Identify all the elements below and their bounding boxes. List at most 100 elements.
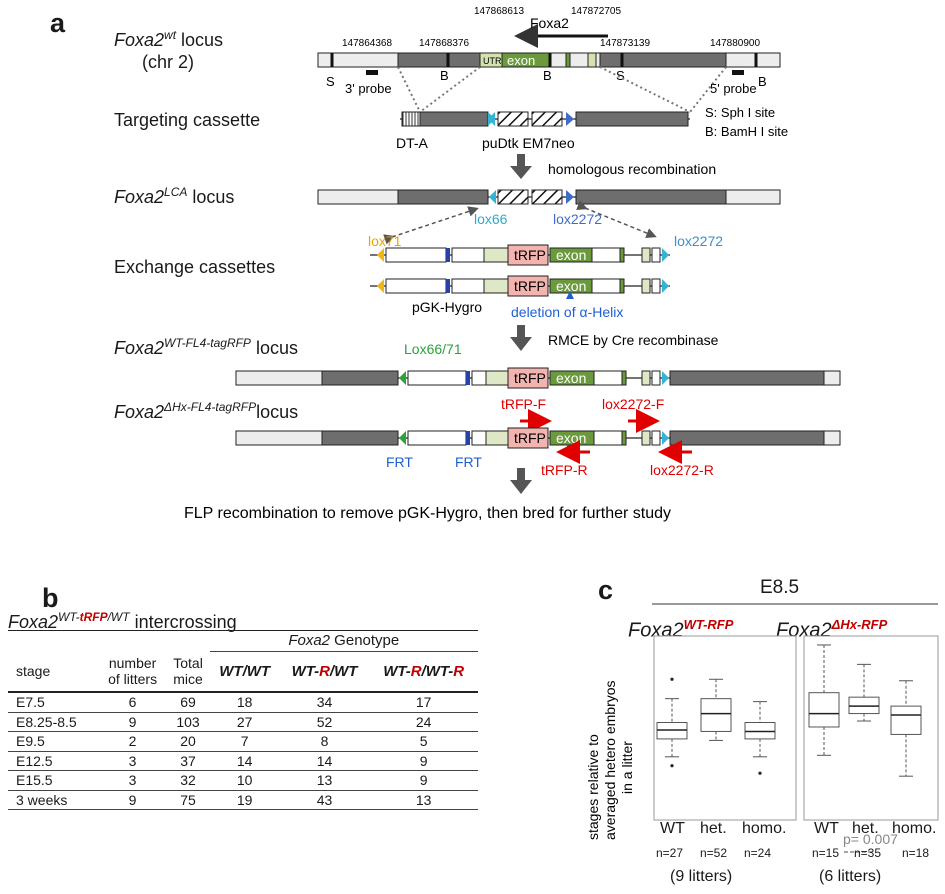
header-homo: WT-R/WT-R	[383, 662, 465, 680]
coord-2: 147868376	[419, 38, 469, 49]
coord-4: 147872705	[571, 6, 621, 17]
litters-1: (9 litters)	[670, 868, 733, 885]
lox2272-f-label: lox2272-F	[602, 396, 664, 412]
panel-b-letter: b	[42, 583, 59, 613]
box-iqr	[700, 698, 732, 732]
site-s-2: S	[616, 68, 625, 83]
exon-label-wt: exon	[507, 53, 535, 68]
utr-label: UTR	[483, 56, 502, 66]
wt-fl4-label: Foxa2WT-FL4-tagRFP locus	[114, 336, 298, 358]
gene-name: Foxa2	[530, 15, 569, 31]
exchange-label: Exchange cassettes	[114, 257, 276, 277]
n-het-2: n=35	[854, 846, 882, 860]
cat-het-1: het.	[700, 820, 727, 837]
header-het: WT-R/WT	[291, 662, 358, 680]
header-stage: stage	[16, 663, 51, 679]
litters-2: (6 litters)	[819, 868, 882, 885]
cat-het-2: het.	[852, 820, 879, 837]
pgk-hygro-label: pGK-Hygro	[412, 299, 482, 315]
rmce-arrow	[510, 325, 532, 351]
coord-1: 147864368	[342, 38, 392, 49]
box-iqr	[808, 692, 840, 728]
n-het-1: n=52	[700, 846, 728, 860]
outlier-point	[758, 771, 762, 775]
y-label-2: averaged hetero embryos	[602, 680, 618, 840]
chromosome-label: (chr 2)	[142, 52, 195, 72]
panel-c-letter: c	[598, 575, 614, 605]
n-wt-2: n=15	[812, 846, 840, 860]
trfp-f-label: tRFP-F	[501, 396, 546, 412]
panel-b-title: Foxa2WT-tRFP/WT intercrossing	[8, 610, 237, 632]
lca-locus-track	[317, 189, 781, 205]
trfp-label-3: tRFP	[514, 370, 546, 386]
lox2272-label-2: lox2272	[674, 233, 723, 249]
deletion-label: deletion of α-Helix	[511, 304, 623, 320]
coord-5: 147873139	[600, 38, 650, 49]
wt-locus-track	[317, 24, 781, 75]
n-wt-1: n=27	[656, 846, 684, 860]
y-label-3: in a litter	[619, 741, 635, 794]
frt-label-2: FRT	[455, 454, 482, 470]
box-plot-wt-rfp	[653, 635, 797, 821]
panel-a-diagram: Foxa2 UTR exon 147864368 147868376 14786…	[184, 6, 841, 522]
probe-5: 5' probe	[710, 81, 757, 96]
stage-label: E8.5	[760, 577, 800, 598]
chart-2-categories: WT het. homo. n=15 n=35 n=18	[808, 820, 944, 876]
lox2272-r-label: lox2272-R	[650, 462, 714, 478]
site-b-2: B	[543, 68, 552, 83]
exon-label-2: exon	[556, 278, 586, 294]
genotype-header: Foxa2 Genotype	[209, 630, 478, 652]
y-label-1: stages relative to	[585, 734, 601, 840]
plot-frame	[653, 635, 797, 821]
flp-label: FLP recombination to remove pGK-Hygro, t…	[184, 505, 671, 522]
exchange-dashed-arrows	[383, 200, 657, 245]
exon-label-1: exon	[556, 247, 586, 263]
dta-label: DT-A	[396, 135, 429, 151]
lca-locus-label: Foxa2LCA locus	[114, 185, 235, 207]
n-homo-1: n=24	[744, 846, 772, 860]
rmce-label: RMCE by Cre recombinase	[548, 332, 719, 348]
site-b-3: B	[758, 74, 767, 89]
homologous-arrow	[510, 154, 532, 179]
lox66-label: lox66	[474, 211, 508, 227]
site-b-1: B	[440, 68, 449, 83]
cat-wt-2: WT	[814, 820, 839, 837]
pvalue-label: p= 0.007	[843, 831, 898, 847]
box-iqr	[890, 705, 922, 735]
coord-6: 147880900	[710, 38, 760, 49]
lox2272-label: lox2272	[553, 211, 602, 227]
box-plots: stages relative to averaged hetero embry…	[585, 603, 939, 853]
panel-a-letter: a	[50, 8, 66, 38]
cat-wt-1: WT	[660, 820, 685, 837]
homologous-label: homologous recombination	[548, 161, 716, 177]
cat-homo-1: homo.	[742, 820, 787, 837]
targeting-cassette	[400, 111, 690, 127]
cat-homo-2: homo.	[892, 820, 937, 837]
wt-fl4-track	[235, 367, 841, 389]
exchange-cassette-1	[370, 244, 670, 266]
box-plot-hx-rfp	[803, 635, 939, 821]
plot-frame	[803, 635, 939, 821]
pudtk-label: puDtk EM7neo	[482, 135, 575, 151]
frt-label-1: FRT	[386, 454, 413, 470]
n-homo-2: n=18	[902, 846, 930, 860]
trfp-label-1: tRFP	[514, 247, 546, 263]
chart-1-categories: WT het. homo. n=27 n=52 n=24	[656, 820, 786, 876]
outlier-point	[670, 764, 674, 768]
exon-label-3: exon	[556, 370, 586, 386]
site-s-1: S	[326, 74, 335, 89]
legend-s: S: Sph I site	[705, 105, 775, 120]
crossover-lines	[397, 66, 727, 113]
flp-arrow	[510, 468, 532, 494]
header-wt-wt: WT/WT	[219, 662, 271, 680]
wt-locus-label: Foxa2wt locus	[114, 28, 224, 50]
exchange-cassette-2	[370, 275, 670, 299]
